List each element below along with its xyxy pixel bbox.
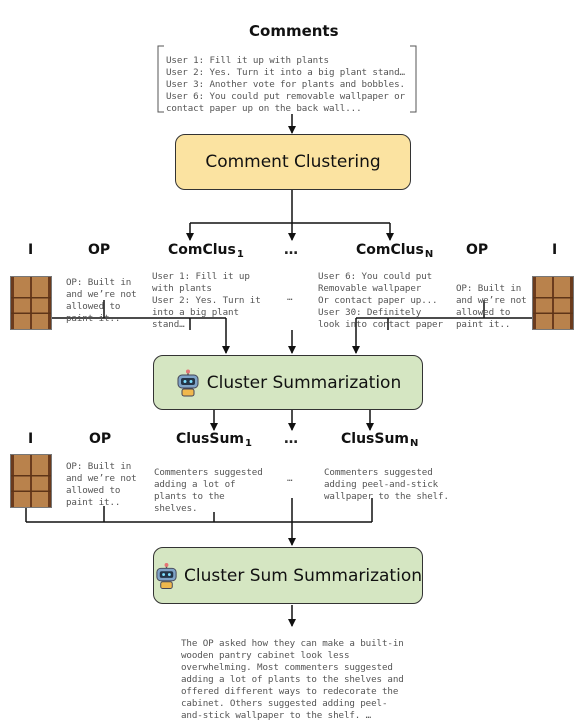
cluster-summarization-box: Cluster Summarization <box>153 355 423 410</box>
comclus-n-text: User 6: You could put Removable wallpape… <box>318 271 443 330</box>
op-text-left: OP: Built in and we’re not allowed to pa… <box>66 277 137 324</box>
op-label-row2: OP <box>89 431 112 447</box>
image-label-right: I <box>552 242 558 258</box>
ellipsis-row1: … <box>284 242 299 258</box>
op-text-right: OP: Built in and we’re not allowed to pa… <box>456 283 527 330</box>
image-label-row2: I <box>28 431 34 447</box>
clussum-middle-text: … <box>287 473 293 484</box>
cluster-summarization-label: Cluster Summarization <box>206 372 402 393</box>
comclus-n-label: ComClusN <box>356 242 434 260</box>
comment-line: User 6: You could put removable wallpape… <box>166 91 405 102</box>
op-label-right: OP <box>466 242 489 258</box>
comclus-1-label: ComClus1 <box>168 242 244 260</box>
clussum-n-label: ClusSumN <box>341 431 419 449</box>
image-label-left: I <box>28 242 34 258</box>
robot-icon <box>177 369 199 396</box>
cabinet-photo-right <box>532 276 574 330</box>
op-text-row2: OP: Built in and we’re not allowed to pa… <box>66 461 137 508</box>
comment-line: contact paper up on the back wall... <box>166 103 362 114</box>
final-summary-text: The OP asked how they can make a built-i… <box>181 638 404 721</box>
cluster-sum-summarization-box: Cluster Sum Summarization <box>153 547 423 604</box>
clussum-1-label: ClusSum1 <box>176 431 252 449</box>
comclus-1-text: User 1: Fill it up with plants User 2: Y… <box>152 271 261 330</box>
comclus-middle-text: … <box>287 292 293 303</box>
comment-line: User 2: Yes. Turn it into a big plant st… <box>166 67 405 78</box>
comments-title: Comments <box>249 22 339 40</box>
cabinet-photo-left <box>10 276 52 330</box>
robot-icon <box>156 562 177 589</box>
comment-clustering-label: Comment Clustering <box>205 152 381 172</box>
comment-line: User 1: Fill it up with plants <box>166 55 329 66</box>
cluster-sum-summarization-label: Cluster Sum Summarization <box>184 565 422 586</box>
clussum-n-text: Commenters suggested adding peel-and-sti… <box>324 467 449 502</box>
ellipsis-row2: … <box>284 431 299 447</box>
comment-clustering-box: Comment Clustering <box>175 134 411 190</box>
clussum-1-text: Commenters suggested adding a lot of pla… <box>154 467 263 514</box>
op-label-left: OP <box>88 242 111 258</box>
comment-line: User 3: Another vote for plants and bobb… <box>166 79 405 90</box>
cabinet-photo-row2 <box>10 454 52 508</box>
